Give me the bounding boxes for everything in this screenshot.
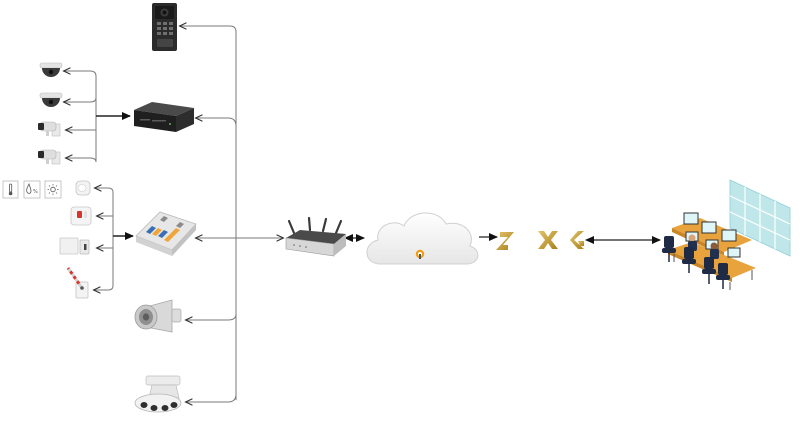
motion-sensor-icon — [75, 180, 91, 196]
link-speaker — [186, 313, 237, 320]
intercom-panel-icon — [152, 3, 177, 51]
humidity-icon: % — [23, 180, 41, 199]
bullet-camera-icon — [38, 121, 61, 137]
link-panoramic — [186, 393, 237, 402]
link-intercom — [180, 26, 237, 33]
light-sensor-icon — [44, 180, 62, 199]
nvr-recorder-icon — [134, 102, 194, 132]
dome-camera-icon — [39, 92, 63, 107]
barrier-gate-icon — [66, 267, 89, 299]
connection-lines — [64, 26, 283, 402]
smoke-detector-icon — [70, 206, 92, 226]
svg-text:%: % — [33, 189, 38, 195]
router-icon — [285, 216, 346, 257]
horn-speaker-icon — [134, 299, 182, 333]
cloud-icon — [366, 212, 479, 265]
bullet-camera-icon — [38, 149, 61, 165]
panoramic-camera-icon — [134, 375, 182, 413]
door-sensor-icon — [59, 237, 90, 255]
backbone-arrows — [344, 233, 661, 244]
brand-logo-icon — [496, 231, 584, 250]
link-nvr — [196, 118, 237, 127]
video-wall-icon — [729, 179, 791, 257]
dome-camera-icon — [39, 62, 63, 77]
operator-workstation-icon — [662, 212, 756, 290]
io-controller-board-icon — [135, 211, 197, 256]
thermometer-icon — [2, 180, 19, 199]
